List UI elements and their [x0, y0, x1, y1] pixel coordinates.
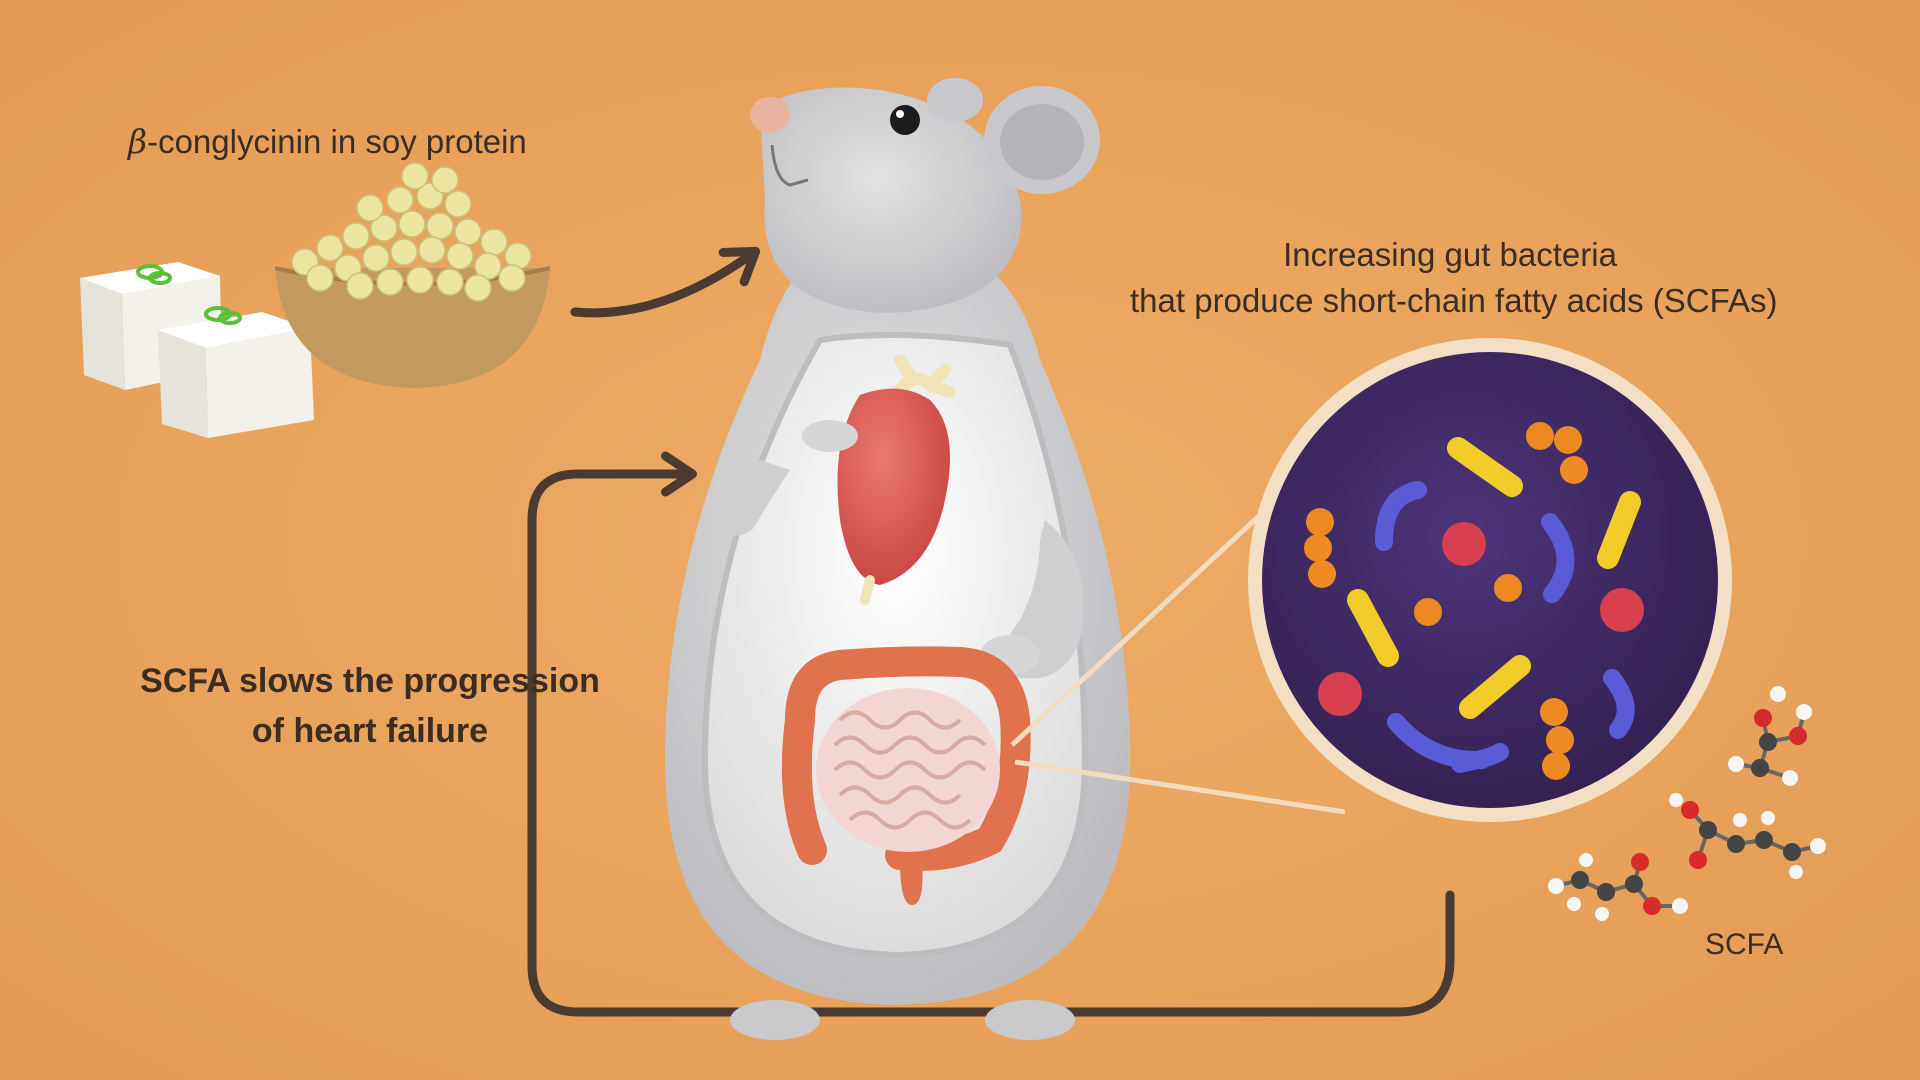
- heart: [837, 354, 956, 605]
- green-onion-garnish: [136, 264, 242, 325]
- gut-bacteria-label-line2: that produce short-chain fatty acids (SC…: [1130, 282, 1778, 319]
- mouse-mouth: [770, 144, 809, 187]
- heart-failure-label-line1: SCFA slows the progression: [140, 662, 600, 700]
- rectum: [900, 860, 923, 905]
- tofu-cube-front: [158, 312, 314, 438]
- intestines: [781, 646, 1031, 905]
- mouse-paw-left: [802, 420, 858, 452]
- soy-protein-text: -conglycinin in soy protein: [147, 123, 527, 160]
- mouse-eye: [890, 105, 920, 135]
- beta-symbol: β: [128, 122, 148, 161]
- soybeans: [291, 162, 532, 302]
- scfa-molecule-3: [1548, 853, 1688, 921]
- scfa-molecules: [1548, 686, 1826, 921]
- gut-bacteria-label: Increasing gut bacteria that produce sho…: [1130, 232, 1778, 324]
- orange-cocci: [1304, 422, 1588, 780]
- soy-protein-label: β-conglycinin in soy protein: [128, 122, 527, 161]
- magnifier-lens: [1262, 352, 1718, 808]
- heart-failure-label-line2: of heart failure: [251, 712, 489, 750]
- mouse-nose: [750, 97, 790, 133]
- mouse-foot-right: [985, 1000, 1075, 1040]
- mouse-head: [760, 87, 1022, 313]
- scfa-molecule-2: [1669, 793, 1826, 879]
- small-intestine-coils: [833, 710, 987, 830]
- large-intestine: [781, 646, 1031, 871]
- zoom-lines: [1010, 513, 1346, 815]
- soybean-bowl: [274, 162, 551, 388]
- bacteria-magnifier: [1248, 338, 1732, 822]
- mouse-arm-left: [720, 460, 790, 536]
- scfa-label: SCFA: [1705, 928, 1784, 961]
- heart-failure-label: SCFA slows the progression of heart fail…: [110, 656, 630, 756]
- arrow-to-mouse: [570, 246, 761, 318]
- rod-bacteria: [1347, 437, 1641, 719]
- mouse-foot-left: [730, 1000, 820, 1040]
- tofu-cubes: [80, 262, 314, 438]
- feedback-loop-arrow: [527, 451, 1455, 1017]
- mouse-ear: [927, 78, 1100, 194]
- curved-bacteria: [1375, 481, 1635, 773]
- gut-bacteria-label-line1: Increasing gut bacteria: [1283, 236, 1617, 273]
- red-cocci: [1318, 522, 1644, 716]
- scfa-molecule-1: [1728, 686, 1812, 786]
